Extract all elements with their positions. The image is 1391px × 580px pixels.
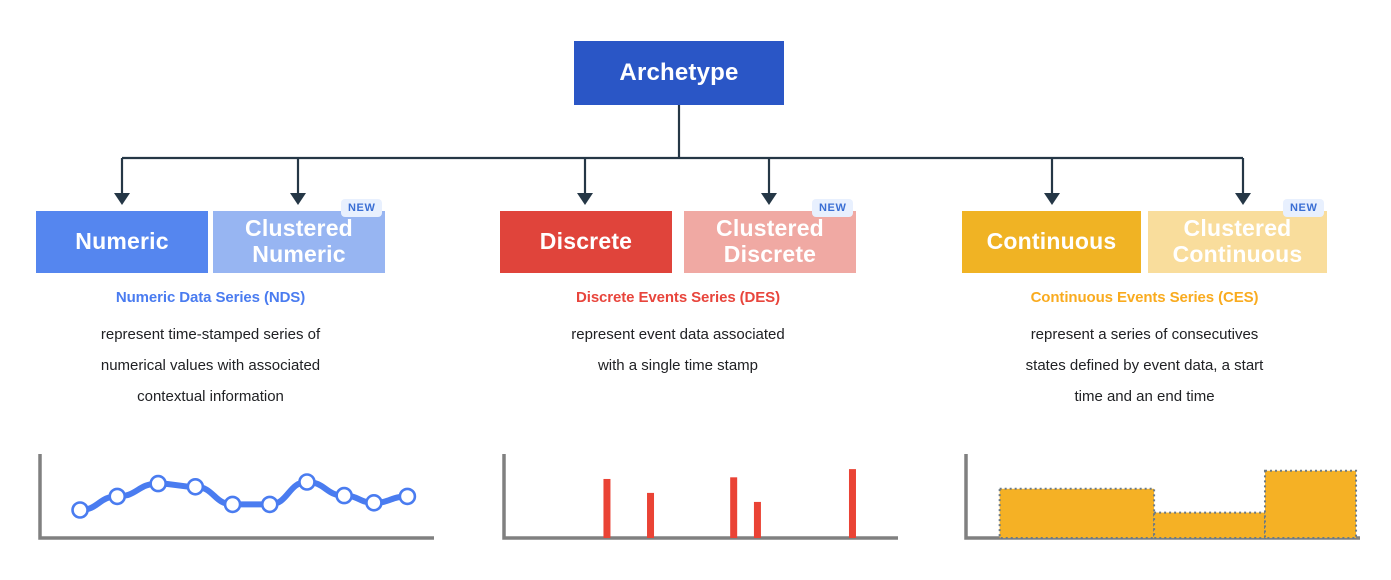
mini-chart-numeric bbox=[36, 444, 436, 544]
new-badge-numeric: NEW bbox=[341, 199, 383, 217]
node-archetype-label: Archetype bbox=[619, 58, 739, 86]
node-primary-continuous[interactable]: Continuous bbox=[962, 211, 1141, 273]
caption-title-discrete: Discrete Events Series (DES) bbox=[576, 289, 780, 306]
node-primary-continuous-label: Continuous bbox=[986, 228, 1117, 255]
caption-title-continuous: Continuous Events Series (CES) bbox=[1030, 289, 1259, 306]
caption-numeric: Numeric Data Series (NDS) represent time-… bbox=[6, 289, 415, 412]
node-primary-discrete[interactable]: Discrete bbox=[500, 211, 672, 273]
node-primary-numeric-label: Numeric bbox=[75, 228, 169, 255]
mini-chart-discrete bbox=[500, 444, 900, 544]
mini-chart-continuous bbox=[962, 444, 1362, 544]
caption-discrete: Discrete Events Series (DES) represent ev… bbox=[470, 289, 886, 381]
node-primary-discrete-label: Discrete bbox=[539, 228, 633, 255]
new-badge-discrete: NEW bbox=[812, 199, 854, 217]
caption-title-numeric: Numeric Data Series (NDS) bbox=[115, 289, 306, 306]
node-archetype[interactable]: Archetype bbox=[574, 41, 784, 105]
new-badge-continuous: NEW bbox=[1283, 199, 1325, 217]
node-primary-numeric[interactable]: Numeric bbox=[36, 211, 208, 273]
caption-continuous: Continuous Events Series (CES) represent … bbox=[932, 289, 1357, 412]
